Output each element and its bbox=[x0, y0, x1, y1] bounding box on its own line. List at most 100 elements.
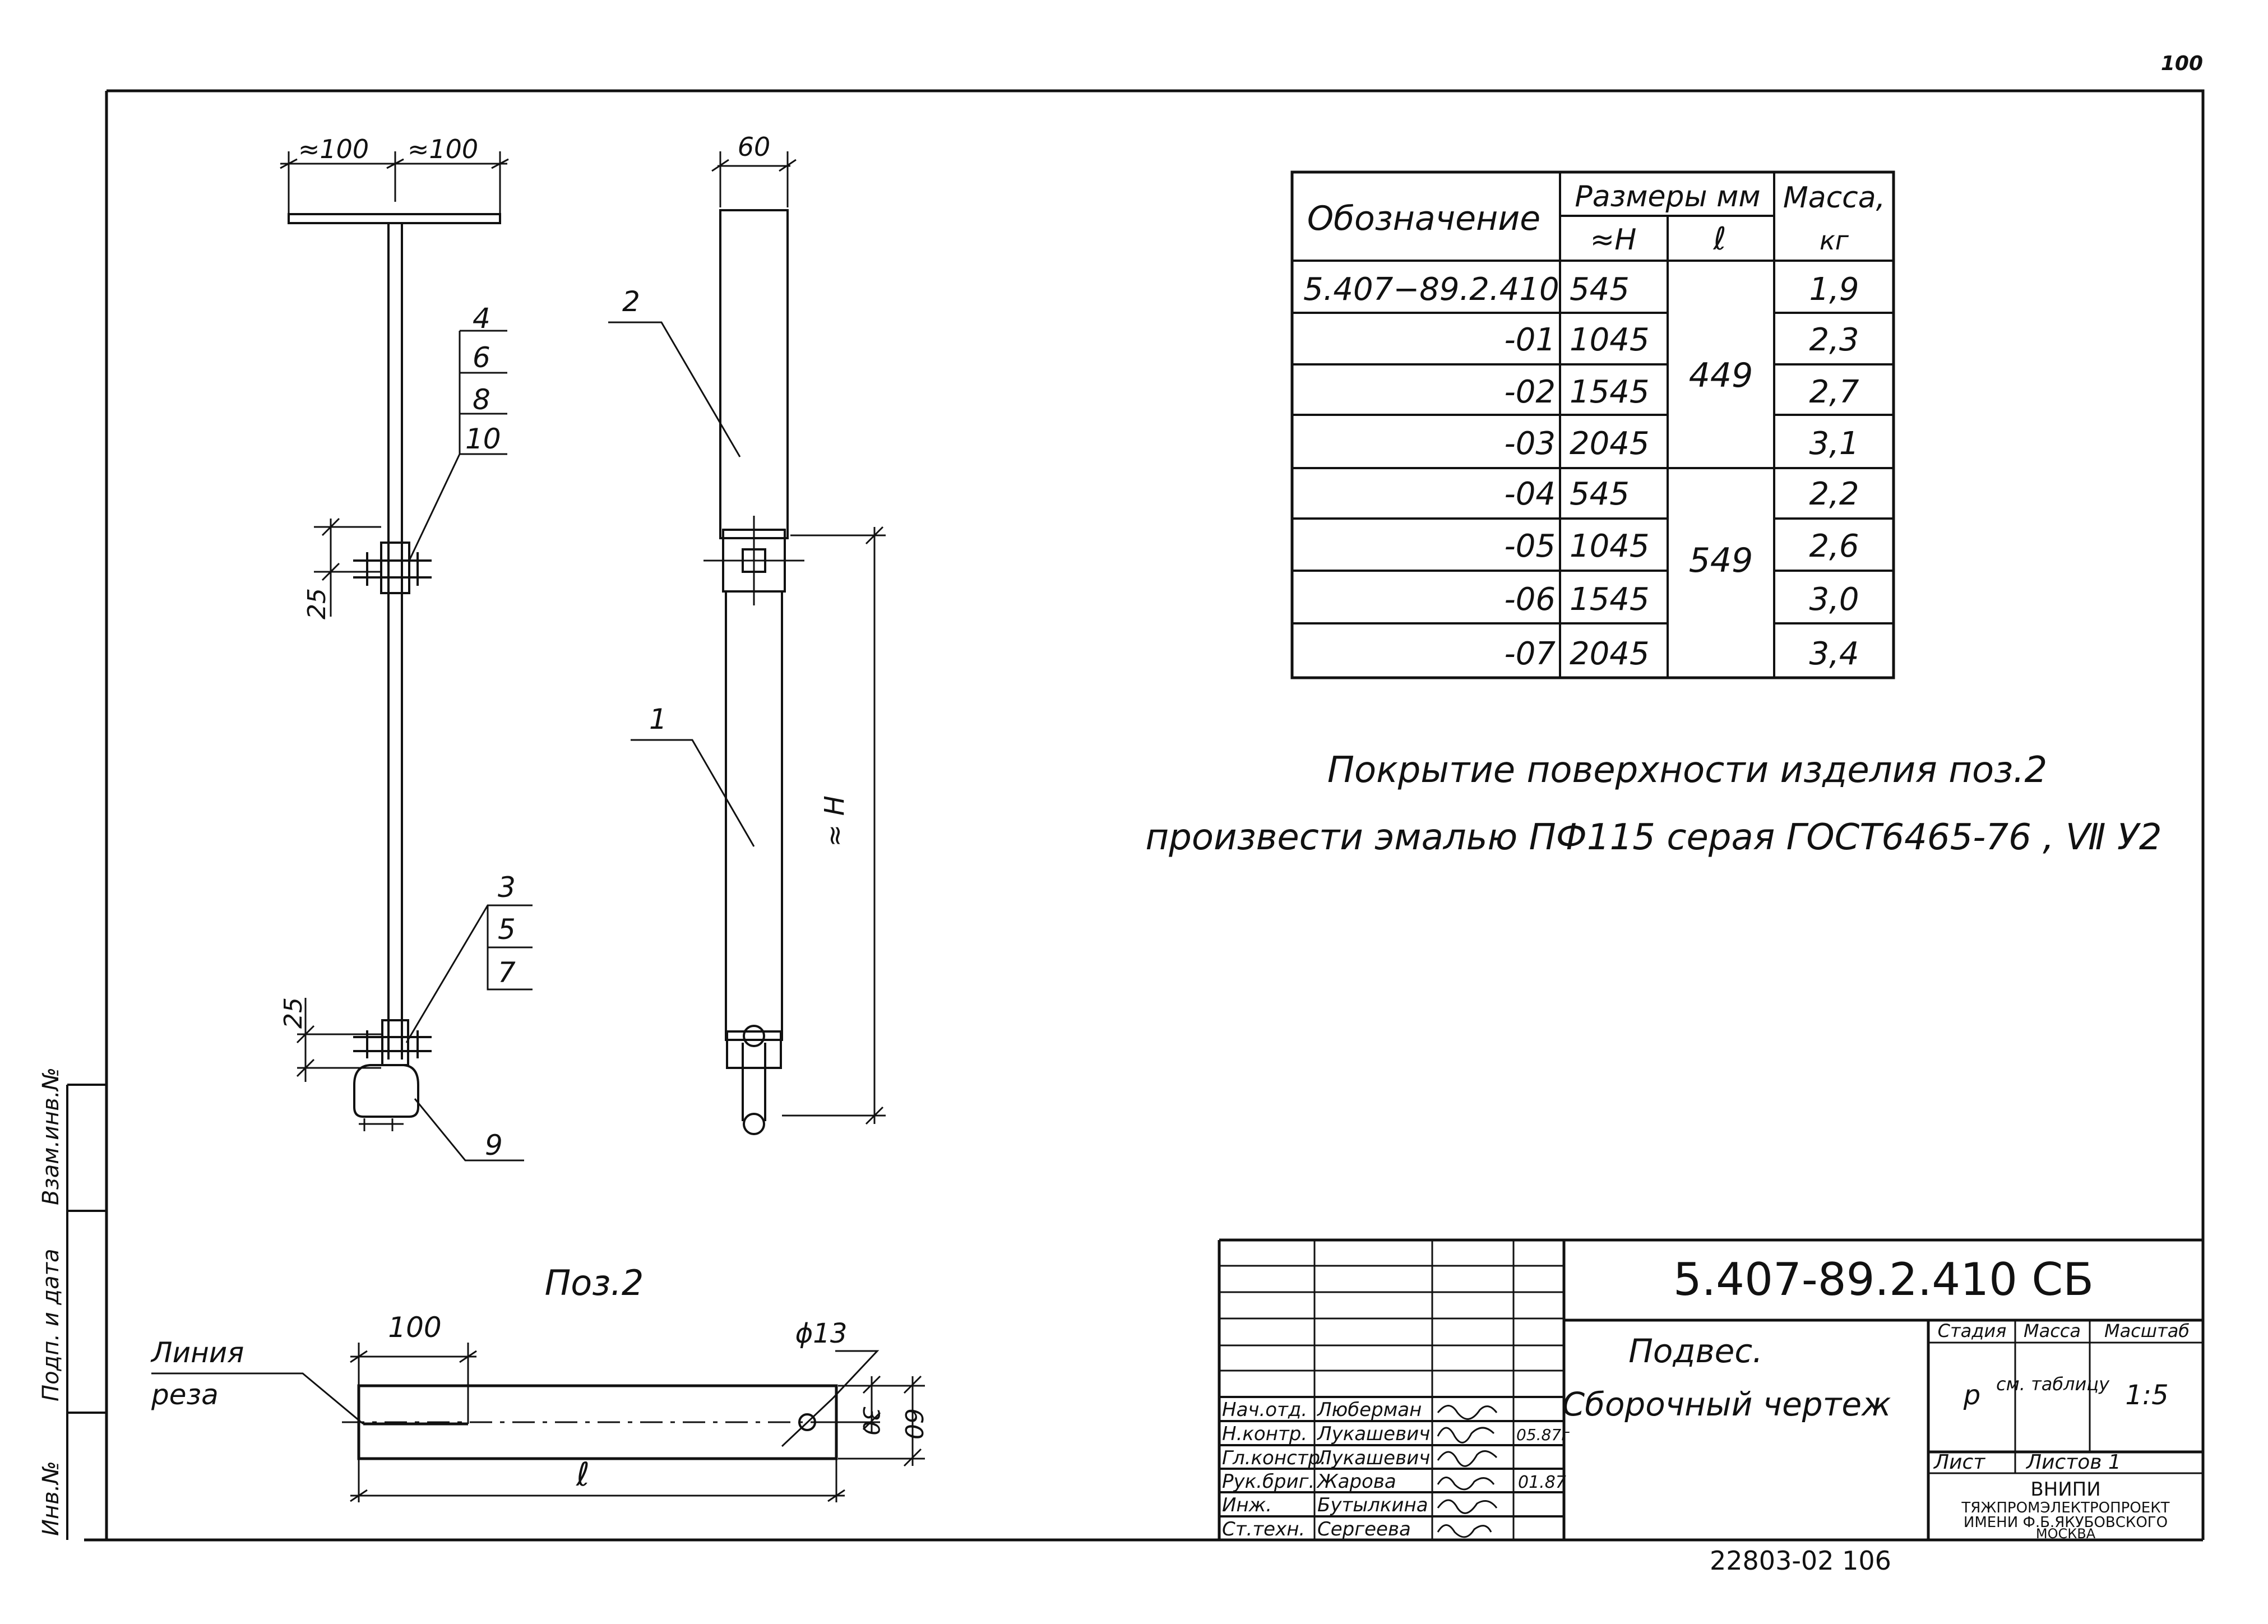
row-5-h: 545 bbox=[1570, 476, 1630, 512]
col-stage: Стадия bbox=[1938, 1320, 2007, 1341]
col-scale: Масштаб bbox=[2104, 1320, 2190, 1341]
org-line-2: ТЯЖПРОМЭЛЕКТРОПРОЕКТ bbox=[1961, 1500, 2169, 1516]
table-rows: 5.407−89.2.410 545 1,9 -01 1045 2,3 -02 … bbox=[1303, 271, 1859, 672]
pos2-title: Поз.2 bbox=[545, 1262, 644, 1303]
signer-5-name: Бутылкина bbox=[1317, 1494, 1428, 1516]
clamp-part bbox=[353, 1064, 419, 1118]
signers-list: Нач.отд. Люберман Н.контр. Лукашевич 05.… bbox=[1222, 1399, 1570, 1540]
row-2-h: 1045 bbox=[1570, 322, 1650, 358]
side-stamp-field-3: Инв.№ bbox=[38, 1461, 64, 1536]
callout-3: 3 bbox=[498, 871, 516, 904]
row-6-designation: -05 bbox=[1505, 528, 1556, 565]
dim-60: 60 bbox=[899, 1408, 928, 1440]
dim-width: 60 bbox=[738, 132, 771, 162]
table-col-designation: Обозначение bbox=[1307, 199, 1540, 238]
row-2-designation: -01 bbox=[1505, 322, 1556, 358]
row-4-designation: -03 bbox=[1505, 425, 1556, 462]
mass-value: см. таблицу bbox=[1996, 1373, 2110, 1395]
callout-5: 5 bbox=[498, 913, 516, 946]
signer-2-date: 05.87г bbox=[1516, 1426, 1570, 1444]
row-8-h: 2045 bbox=[1570, 636, 1650, 672]
org-line-3: ИМЕНИ Ф.Б.ЯКУБОВСКОГО bbox=[1964, 1514, 2168, 1531]
pos2-detail: Поз.2 ϕ13 Линия реза 100 30 60 ℓ bbox=[150, 1262, 928, 1502]
dim-left-half: ≈100 bbox=[298, 134, 369, 164]
sheet-label: Лист bbox=[1933, 1451, 1985, 1474]
table-col-l: ℓ bbox=[1712, 221, 1726, 257]
dim-30: 30 bbox=[858, 1407, 883, 1436]
title-block: Нач.отд. Люберман Н.контр. Лукашевич 05.… bbox=[1218, 1238, 2203, 1542]
table-col-dims: Размеры мм bbox=[1575, 180, 1760, 214]
dim-25-top: 25 bbox=[303, 588, 331, 619]
dim-height: ≈ H bbox=[819, 795, 850, 847]
callout-10: 10 bbox=[465, 423, 501, 455]
sheets-label: Листов 1 bbox=[2025, 1451, 2121, 1474]
dim-100: 100 bbox=[388, 1311, 441, 1344]
signer-1-name: Люберман bbox=[1316, 1399, 1422, 1421]
row-4-mass: 3,1 bbox=[1809, 425, 1859, 462]
callout-1: 1 bbox=[649, 703, 667, 735]
side-stamp: Взам.инв.№ Подп. и дата Инв.№ bbox=[38, 1067, 107, 1540]
row-3-designation: -02 bbox=[1505, 374, 1556, 410]
stage-value: р bbox=[1963, 1380, 1980, 1411]
corner-mark: 100 bbox=[2161, 52, 2203, 75]
table-col-h: ≈H bbox=[1590, 223, 1637, 257]
callout-6: 6 bbox=[473, 341, 490, 374]
scale-value: 1:5 bbox=[2125, 1380, 2168, 1411]
dim-hole: ϕ13 bbox=[795, 1318, 848, 1349]
row-5-mass: 2,2 bbox=[1809, 476, 1859, 512]
row-5-designation: -04 bbox=[1505, 476, 1556, 512]
callout-2: 2 bbox=[622, 285, 640, 318]
sheet-frame bbox=[84, 89, 2205, 1542]
row-7-h: 1545 bbox=[1570, 581, 1650, 618]
side-stamp-field-2: Подп. и дата bbox=[38, 1249, 64, 1401]
cut-label-2: реза bbox=[151, 1378, 219, 1411]
dim-25-bottom: 25 bbox=[279, 997, 308, 1029]
dim-l: ℓ bbox=[576, 1455, 590, 1493]
signer-4-role: Рук.бриг. bbox=[1222, 1470, 1314, 1493]
doc-number: 5.407-89.2.410 СБ bbox=[1673, 1253, 2094, 1306]
signer-5-role: Инж. bbox=[1222, 1494, 1272, 1516]
row-6-mass: 2,6 bbox=[1809, 528, 1859, 565]
org-line-4: МОСКВА bbox=[2036, 1526, 2096, 1542]
row-1-h: 545 bbox=[1570, 271, 1630, 308]
row-8-mass: 3,4 bbox=[1809, 636, 1859, 672]
row-6-h: 1045 bbox=[1570, 528, 1650, 565]
row-4-h: 2045 bbox=[1570, 425, 1650, 462]
row-7-mass: 3,0 bbox=[1809, 581, 1859, 618]
variants-table: Обозначение Размеры мм ≈H ℓ Масса, кг 5.… bbox=[1290, 170, 1895, 679]
org-line-1: ВНИПИ bbox=[2030, 1478, 2100, 1501]
signer-3-role: Гл.констр. bbox=[1222, 1447, 1326, 1469]
coating-note: Покрытие поверхности изделия поз.2 произ… bbox=[1145, 749, 2161, 858]
callout-9: 9 bbox=[485, 1129, 503, 1162]
cut-label-1: Линия bbox=[150, 1336, 244, 1369]
row-3-mass: 2,7 bbox=[1809, 374, 1859, 410]
dim-right-half: ≈100 bbox=[408, 134, 478, 164]
signature-scribbles bbox=[1437, 1405, 1498, 1538]
callout-4: 4 bbox=[473, 302, 490, 335]
row-7-designation: -06 bbox=[1505, 581, 1556, 618]
row-3-h: 1545 bbox=[1570, 374, 1650, 410]
row-1-designation: 5.407−89.2.410 bbox=[1303, 271, 1559, 308]
row-1-mass: 1,9 bbox=[1809, 271, 1859, 308]
signer-6-role: Ст.техн. bbox=[1222, 1518, 1305, 1540]
table-l-group-2: 549 bbox=[1689, 541, 1753, 580]
side-stamp-field-1: Взам.инв.№ bbox=[38, 1067, 64, 1205]
signer-6-name: Сергеева bbox=[1317, 1518, 1411, 1540]
note-line-1: Покрытие поверхности изделия поз.2 bbox=[1327, 749, 2047, 791]
note-line-2: произвести эмалью ПФ115 серая ГОСТ6465-7… bbox=[1145, 817, 2161, 858]
archive-number: 22803-02 106 bbox=[1710, 1546, 1891, 1576]
drawing-type: Сборочный чертеж bbox=[1562, 1385, 1891, 1423]
front-view: ≈100 ≈100 25 4 6 8 10 25 3 5 7 bbox=[279, 134, 533, 1162]
table-l-group-1: 449 bbox=[1689, 356, 1753, 395]
row-8-designation: -07 bbox=[1505, 636, 1556, 672]
signer-3-name: Лукашевич bbox=[1316, 1447, 1430, 1469]
callout-7: 7 bbox=[498, 956, 516, 989]
table-col-mass-2: кг bbox=[1820, 225, 1849, 256]
signer-4-date: 01.87 bbox=[1518, 1473, 1566, 1492]
table-col-mass-1: Масса, bbox=[1783, 181, 1885, 215]
row-2-mass: 2,3 bbox=[1809, 322, 1859, 358]
signer-2-name: Лукашевич bbox=[1316, 1423, 1430, 1445]
callout-stack-bottom: 3 5 7 bbox=[498, 871, 516, 989]
signer-1-role: Нач.отд. bbox=[1222, 1399, 1307, 1421]
